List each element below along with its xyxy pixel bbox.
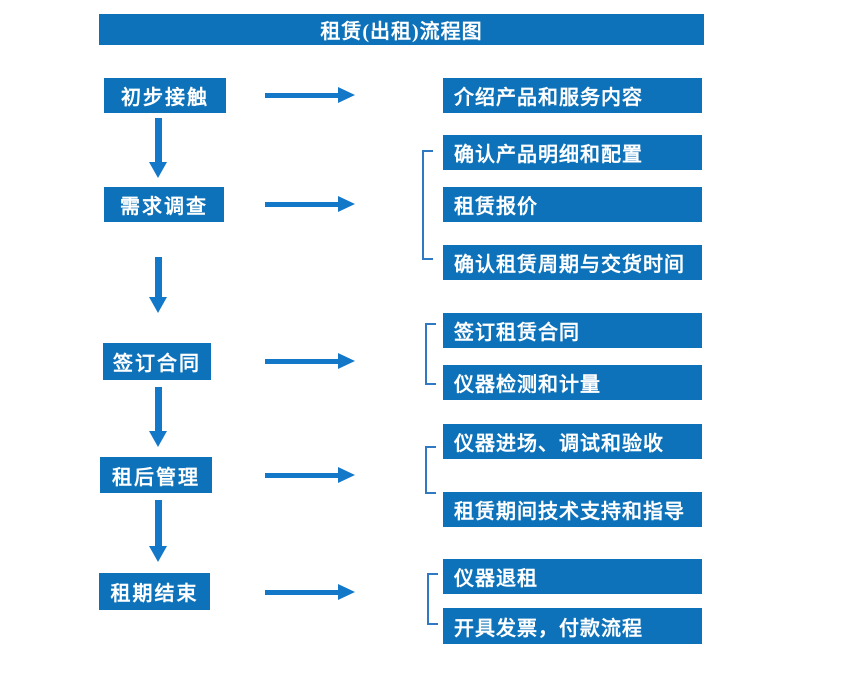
detail-introduce-products-services: 介绍产品和服务内容 (443, 78, 702, 113)
detail-rental-quotation: 租赁报价 (443, 187, 702, 222)
arrow-head (338, 87, 355, 103)
down-arrow-icon (149, 500, 167, 562)
step-post-rental-management: 租后管理 (100, 457, 212, 493)
arrow-shaft (265, 358, 338, 364)
arrow-head (338, 584, 355, 600)
step-rental-end: 租期结束 (99, 573, 210, 610)
group-bracket (425, 323, 436, 385)
right-arrow-icon (265, 87, 355, 103)
arrow-head (149, 431, 167, 447)
arrow-shaft (154, 500, 162, 546)
detail-instrument-testing-metering: 仪器检测和计量 (443, 365, 702, 400)
step-sign-contract: 签订合同 (103, 343, 211, 380)
arrow-shaft (154, 387, 162, 431)
arrow-head (338, 353, 355, 369)
step-initial-contact: 初步接触 (104, 78, 226, 113)
down-arrow-icon (149, 118, 167, 178)
detail-rental-tech-support-guidance: 租赁期间技术支持和指导 (443, 492, 702, 527)
group-bracket (425, 446, 436, 494)
right-arrow-icon (265, 196, 355, 212)
arrow-shaft (265, 201, 338, 207)
arrow-head (338, 196, 355, 212)
detail-invoice-payment-process: 开具发票，付款流程 (443, 608, 702, 644)
arrow-head (149, 546, 167, 562)
arrow-head (149, 297, 167, 313)
arrow-shaft (154, 118, 162, 162)
down-arrow-icon (149, 257, 167, 313)
chart-title: 租赁(出租)流程图 (99, 14, 704, 45)
arrow-head (338, 467, 355, 483)
detail-instrument-entry-debug-acceptance: 仪器进场、调试和验收 (443, 424, 702, 459)
right-arrow-icon (265, 353, 355, 369)
group-bracket (422, 150, 433, 260)
detail-sign-rental-contract: 签订租赁合同 (443, 313, 702, 348)
arrow-head (149, 162, 167, 178)
right-arrow-icon (265, 584, 355, 600)
arrow-shaft (265, 472, 338, 478)
detail-confirm-rental-period-delivery: 确认租赁周期与交货时间 (443, 245, 702, 280)
group-bracket (427, 573, 438, 625)
detail-instrument-return: 仪器退租 (443, 559, 702, 594)
step-demand-survey: 需求调查 (104, 187, 224, 222)
arrow-shaft (265, 92, 338, 98)
right-arrow-icon (265, 467, 355, 483)
arrow-shaft (154, 257, 162, 297)
down-arrow-icon (149, 387, 167, 447)
arrow-shaft (265, 589, 338, 595)
detail-confirm-product-details-config: 确认产品明细和配置 (443, 135, 702, 170)
